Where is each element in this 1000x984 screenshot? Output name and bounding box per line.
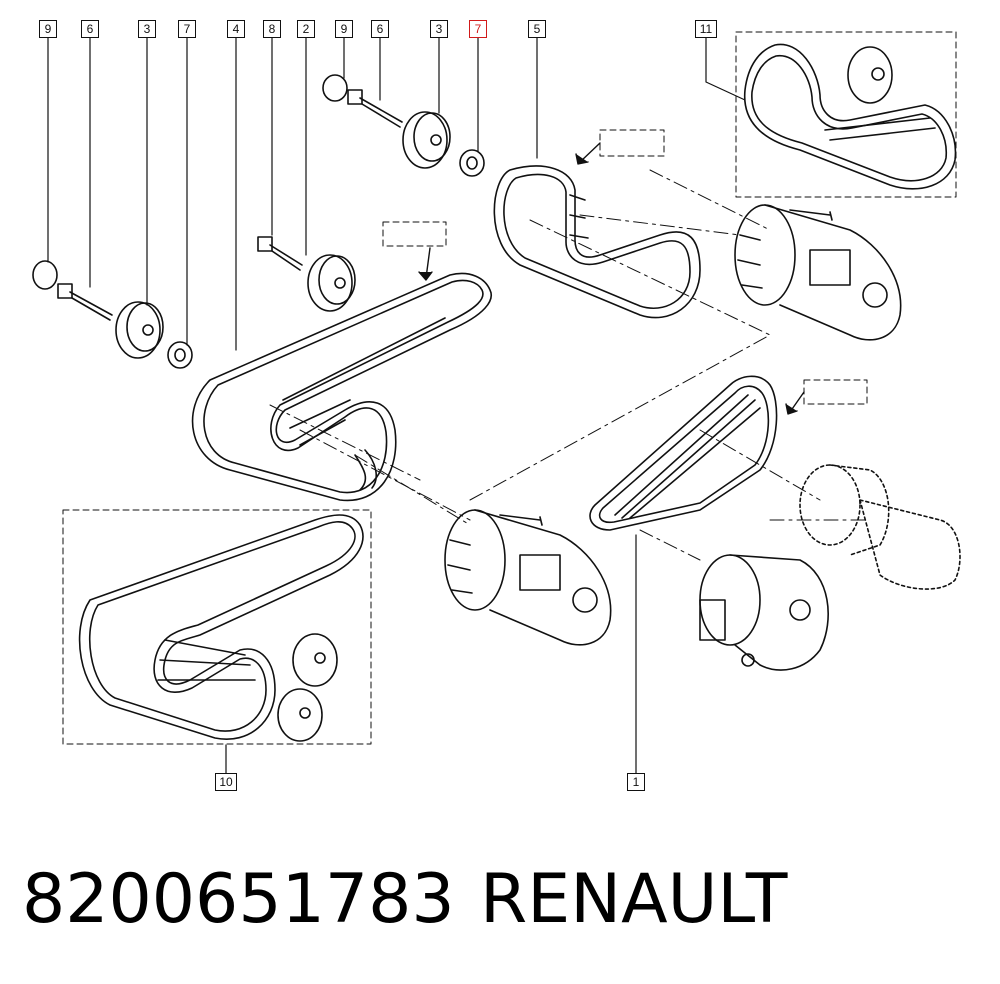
callout-3-left[interactable]: 3 (138, 20, 156, 38)
belt-5 (493, 165, 701, 319)
alternator (699, 554, 829, 671)
callout-2[interactable]: 2 (297, 20, 315, 38)
belt-1 (589, 375, 778, 531)
brand-name: RENAULT (480, 860, 788, 939)
pulleys-box-10 (277, 633, 338, 742)
callout-9-left[interactable]: 9 (39, 20, 57, 38)
arrows (418, 142, 805, 415)
bolt-6-top (347, 89, 403, 128)
callout-3-top[interactable]: 3 (430, 20, 448, 38)
circlip-9-top (322, 74, 348, 102)
washer-7-left (167, 341, 193, 369)
pulley-3-left (115, 301, 164, 359)
callout-8[interactable]: 8 (263, 20, 281, 38)
dashed-boxes (62, 31, 957, 745)
callout-10[interactable]: 10 (215, 773, 237, 791)
pulley-3-top (402, 111, 451, 169)
belt-10 (78, 514, 364, 740)
leader-lines (47, 37, 746, 776)
callout-6-left[interactable]: 6 (81, 20, 99, 38)
compressor-lower (444, 509, 612, 646)
callout-7-highlighted[interactable]: 7 (469, 20, 487, 38)
washer-7-top (459, 149, 485, 177)
part-number: 8200651783 (22, 860, 455, 939)
callout-5[interactable]: 5 (528, 20, 546, 38)
belt-11 (743, 43, 957, 190)
compressor-upper (734, 204, 902, 341)
callout-9-top[interactable]: 9 (335, 20, 353, 38)
callout-4[interactable]: 4 (227, 20, 245, 38)
pulley-box-11 (847, 46, 893, 104)
callout-6-top[interactable]: 6 (371, 20, 389, 38)
bolt-6-left (57, 283, 113, 321)
belt-4 (191, 272, 492, 502)
phantom-pulley (799, 464, 961, 590)
circlip-9-left (32, 260, 58, 290)
callout-1[interactable]: 1 (627, 773, 645, 791)
callout-7-left[interactable]: 7 (178, 20, 196, 38)
pulley-2 (307, 254, 356, 312)
bolt-8 (257, 236, 303, 271)
callout-11[interactable]: 11 (695, 20, 717, 38)
